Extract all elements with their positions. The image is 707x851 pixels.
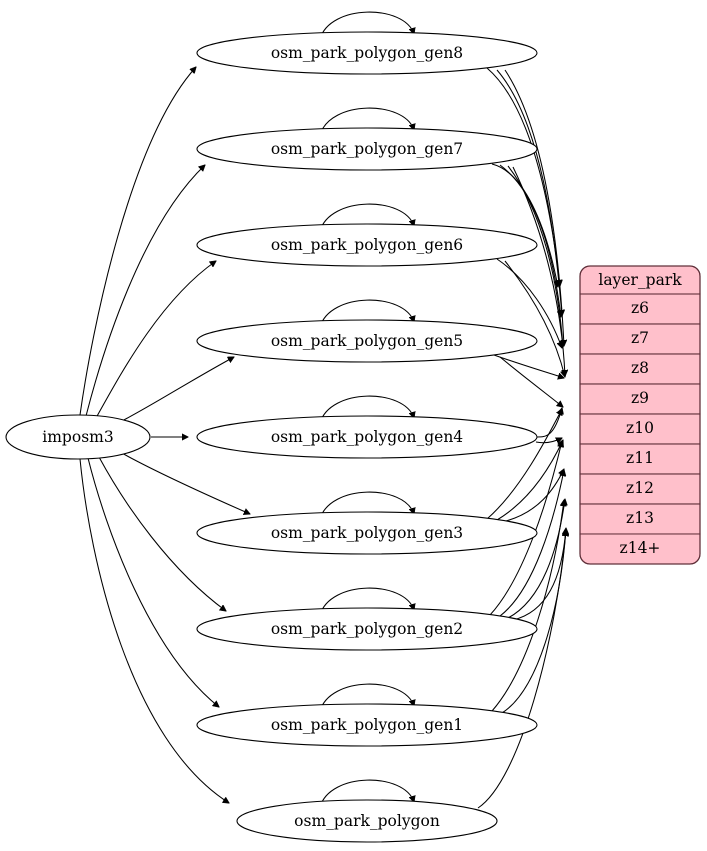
table-row-z10-rect[interactable]: [579, 413, 701, 445]
edge-gen7-to-z6: [491, 163, 558, 287]
node-ellipse-base[interactable]: [236, 799, 498, 843]
edge-imposm3-to-gen6: [95, 261, 216, 419]
edge-gen6-to-z8: [496, 258, 562, 348]
edge-gen5-to-z10: [499, 356, 563, 407]
table-row-z10-label: z10: [626, 419, 654, 437]
table-outer-border: [579, 265, 701, 565]
node-label-gen8: osm_park_polygon_gen8: [271, 44, 463, 62]
edge-gen5-to-z9: [493, 354, 564, 378]
edge-gen3-to-z12: [505, 469, 564, 522]
self-loop-gen1: [319, 683, 414, 712]
edges-tables-to-layer-rows: [477, 67, 566, 809]
node-label-gen2: osm_park_polygon_gen2: [271, 620, 463, 638]
node-ellipse-gen6[interactable]: [196, 223, 538, 267]
table-row-z13-label: z13: [626, 509, 654, 527]
node-ellipse-gen2[interactable]: [196, 607, 538, 651]
edge-gen7-to-z7: [499, 164, 561, 317]
edge-imposm3-to-gen7: [85, 165, 205, 417]
node-imposm3[interactable]: imposm3: [5, 414, 151, 460]
edge-imposm3-to-base: [79, 458, 229, 803]
edge-gen1-to-z13: [491, 500, 564, 712]
edge-imposm3-to-gen3: [119, 451, 250, 514]
table-row-z14-label: z14+: [620, 539, 661, 557]
node-label-gen7: osm_park_polygon_gen7: [271, 140, 463, 158]
node-osm_park_polygon[interactable]: osm_park_polygon: [236, 779, 498, 843]
edges-imposm3-to-tables: [79, 67, 250, 803]
self-loop-gen2: [319, 587, 414, 616]
edge-base-to-z14: [477, 530, 566, 809]
table-row-z11-rect[interactable]: [579, 443, 701, 475]
node-label-imposm3: imposm3: [42, 428, 113, 446]
self-loop-gen8: [319, 11, 414, 40]
edge-gen6-to-z9: [504, 260, 565, 377]
node-osm_park_polygon_gen3[interactable]: osm_park_polygon_gen3: [196, 491, 538, 555]
table-row-z9-rect[interactable]: [579, 383, 701, 415]
edge-gen7-to-z8: [507, 165, 563, 347]
node-label-gen3: osm_park_polygon_gen3: [271, 524, 463, 542]
node-osm_park_polygon_gen5[interactable]: osm_park_polygon_gen5: [196, 299, 538, 363]
edge-imposm3-to-gen5: [117, 357, 234, 424]
layer-park-table[interactable]: layer_park z6 z7 z8 z9 z10 z11 z12 z13 z…: [579, 265, 701, 565]
table-row-z7-rect[interactable]: [579, 323, 701, 355]
edge-gen7-to-z9: [512, 166, 565, 376]
node-osm_park_polygon_gen4[interactable]: osm_park_polygon_gen4: [196, 395, 538, 459]
node-label-base: osm_park_polygon: [294, 812, 440, 830]
edge-gen3-to-z10: [486, 409, 562, 520]
table-row-z6-label: z6: [631, 299, 649, 317]
edge-imposm3-to-gen2: [98, 456, 226, 611]
table-row-z9-label: z9: [631, 389, 649, 407]
node-label-gen6: osm_park_polygon_gen6: [271, 236, 463, 254]
node-osm_park_polygon_gen8[interactable]: osm_park_polygon_gen8: [196, 11, 538, 75]
edge-gen3-to-z11: [496, 440, 563, 521]
self-loop-gen5: [319, 299, 414, 328]
node-ellipse-gen5[interactable]: [196, 319, 538, 363]
self-loop-gen7: [319, 107, 414, 136]
node-label-gen5: osm_park_polygon_gen5: [271, 332, 463, 350]
table-row-z8-rect[interactable]: [579, 353, 701, 385]
edge-gen2-to-z12: [499, 470, 564, 617]
edge-imposm3-to-gen8: [79, 67, 196, 416]
self-loop-gen4: [319, 395, 414, 424]
table-row-z11-label: z11: [626, 449, 654, 467]
node-label-gen4: osm_park_polygon_gen4: [271, 428, 463, 446]
node-osm_park_polygon_gen2[interactable]: osm_park_polygon_gen2: [196, 587, 538, 651]
node-ellipse-imposm3[interactable]: [5, 414, 151, 460]
node-label-gen1: osm_park_polygon_gen1: [271, 716, 463, 734]
node-ellipse-gen1[interactable]: [196, 703, 538, 747]
self-loop-base: [319, 779, 414, 808]
node-osm_park_polygon_gen1[interactable]: osm_park_polygon_gen1: [196, 683, 538, 747]
self-loop-gen3: [319, 491, 414, 520]
table-header-label: layer_park: [598, 271, 682, 289]
edge-gen4-to-z11: [535, 438, 562, 443]
node-ellipse-gen4[interactable]: [196, 415, 538, 459]
node-osm_park_polygon_gen6[interactable]: osm_park_polygon_gen6: [196, 203, 538, 267]
polygon-node-group: osm_park_polygon_gen8 osm_park_polygon_g…: [196, 11, 538, 843]
table-row-z8-label: z8: [631, 359, 649, 377]
node-ellipse-gen7[interactable]: [196, 127, 538, 171]
node-ellipse-gen3[interactable]: [196, 511, 538, 555]
table-row-z12-label: z12: [626, 479, 654, 497]
node-osm_park_polygon_gen7[interactable]: osm_park_polygon_gen7: [196, 107, 538, 171]
table-row-z7-label: z7: [631, 329, 649, 347]
edge-imposm3-to-gen1: [87, 457, 219, 707]
node-ellipse-gen8[interactable]: [196, 31, 538, 75]
self-loop-gen6: [319, 203, 414, 232]
